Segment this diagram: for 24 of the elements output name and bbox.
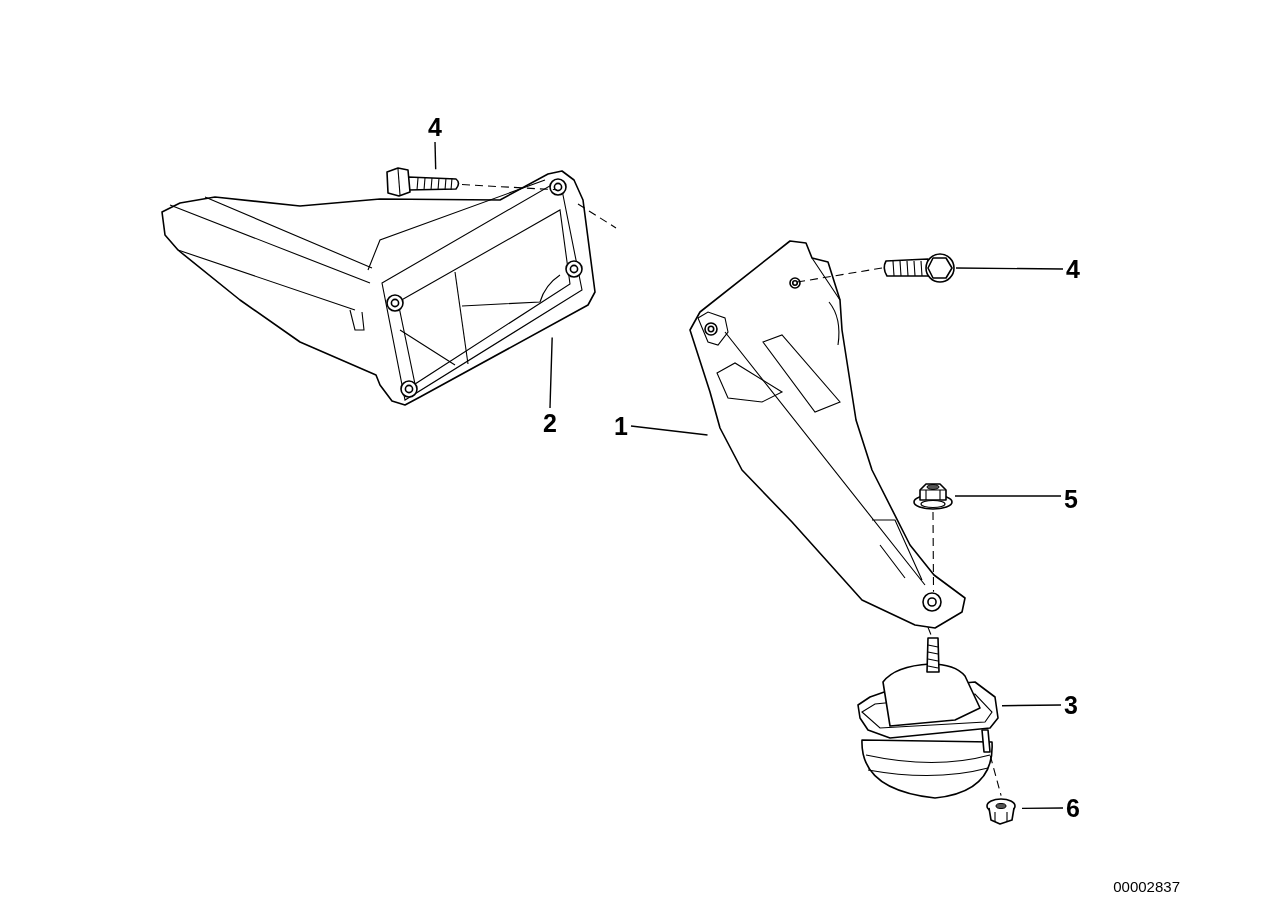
- center-line: [461, 184, 558, 191]
- callout-number: 4: [425, 112, 445, 142]
- bolt-drawing: [882, 251, 956, 285]
- center-line: [796, 267, 883, 283]
- callout-number: 3: [1061, 690, 1081, 720]
- bracket-drawing: [688, 239, 967, 631]
- leader-line: [630, 425, 709, 436]
- center-line: [927, 626, 932, 637]
- callout-number: 5: [1061, 484, 1081, 514]
- leader-line: [549, 336, 553, 409]
- leader-line: [954, 495, 1062, 497]
- flange-nut-drawing: [911, 480, 955, 512]
- callout-number: 6: [1063, 793, 1083, 823]
- callout-number: 1: [611, 411, 631, 441]
- leader-line: [955, 267, 1064, 270]
- leader-line: [1021, 807, 1064, 810]
- leader-line: [434, 141, 437, 170]
- engine-mount-drawing: [855, 636, 1002, 802]
- diagram-number: 00002837: [1113, 878, 1180, 895]
- bolt-drawing: [383, 166, 462, 198]
- callout-number: 2: [540, 408, 560, 438]
- center-line: [932, 511, 935, 593]
- callout-number: 4: [1063, 254, 1083, 284]
- leader-line: [1001, 704, 1062, 707]
